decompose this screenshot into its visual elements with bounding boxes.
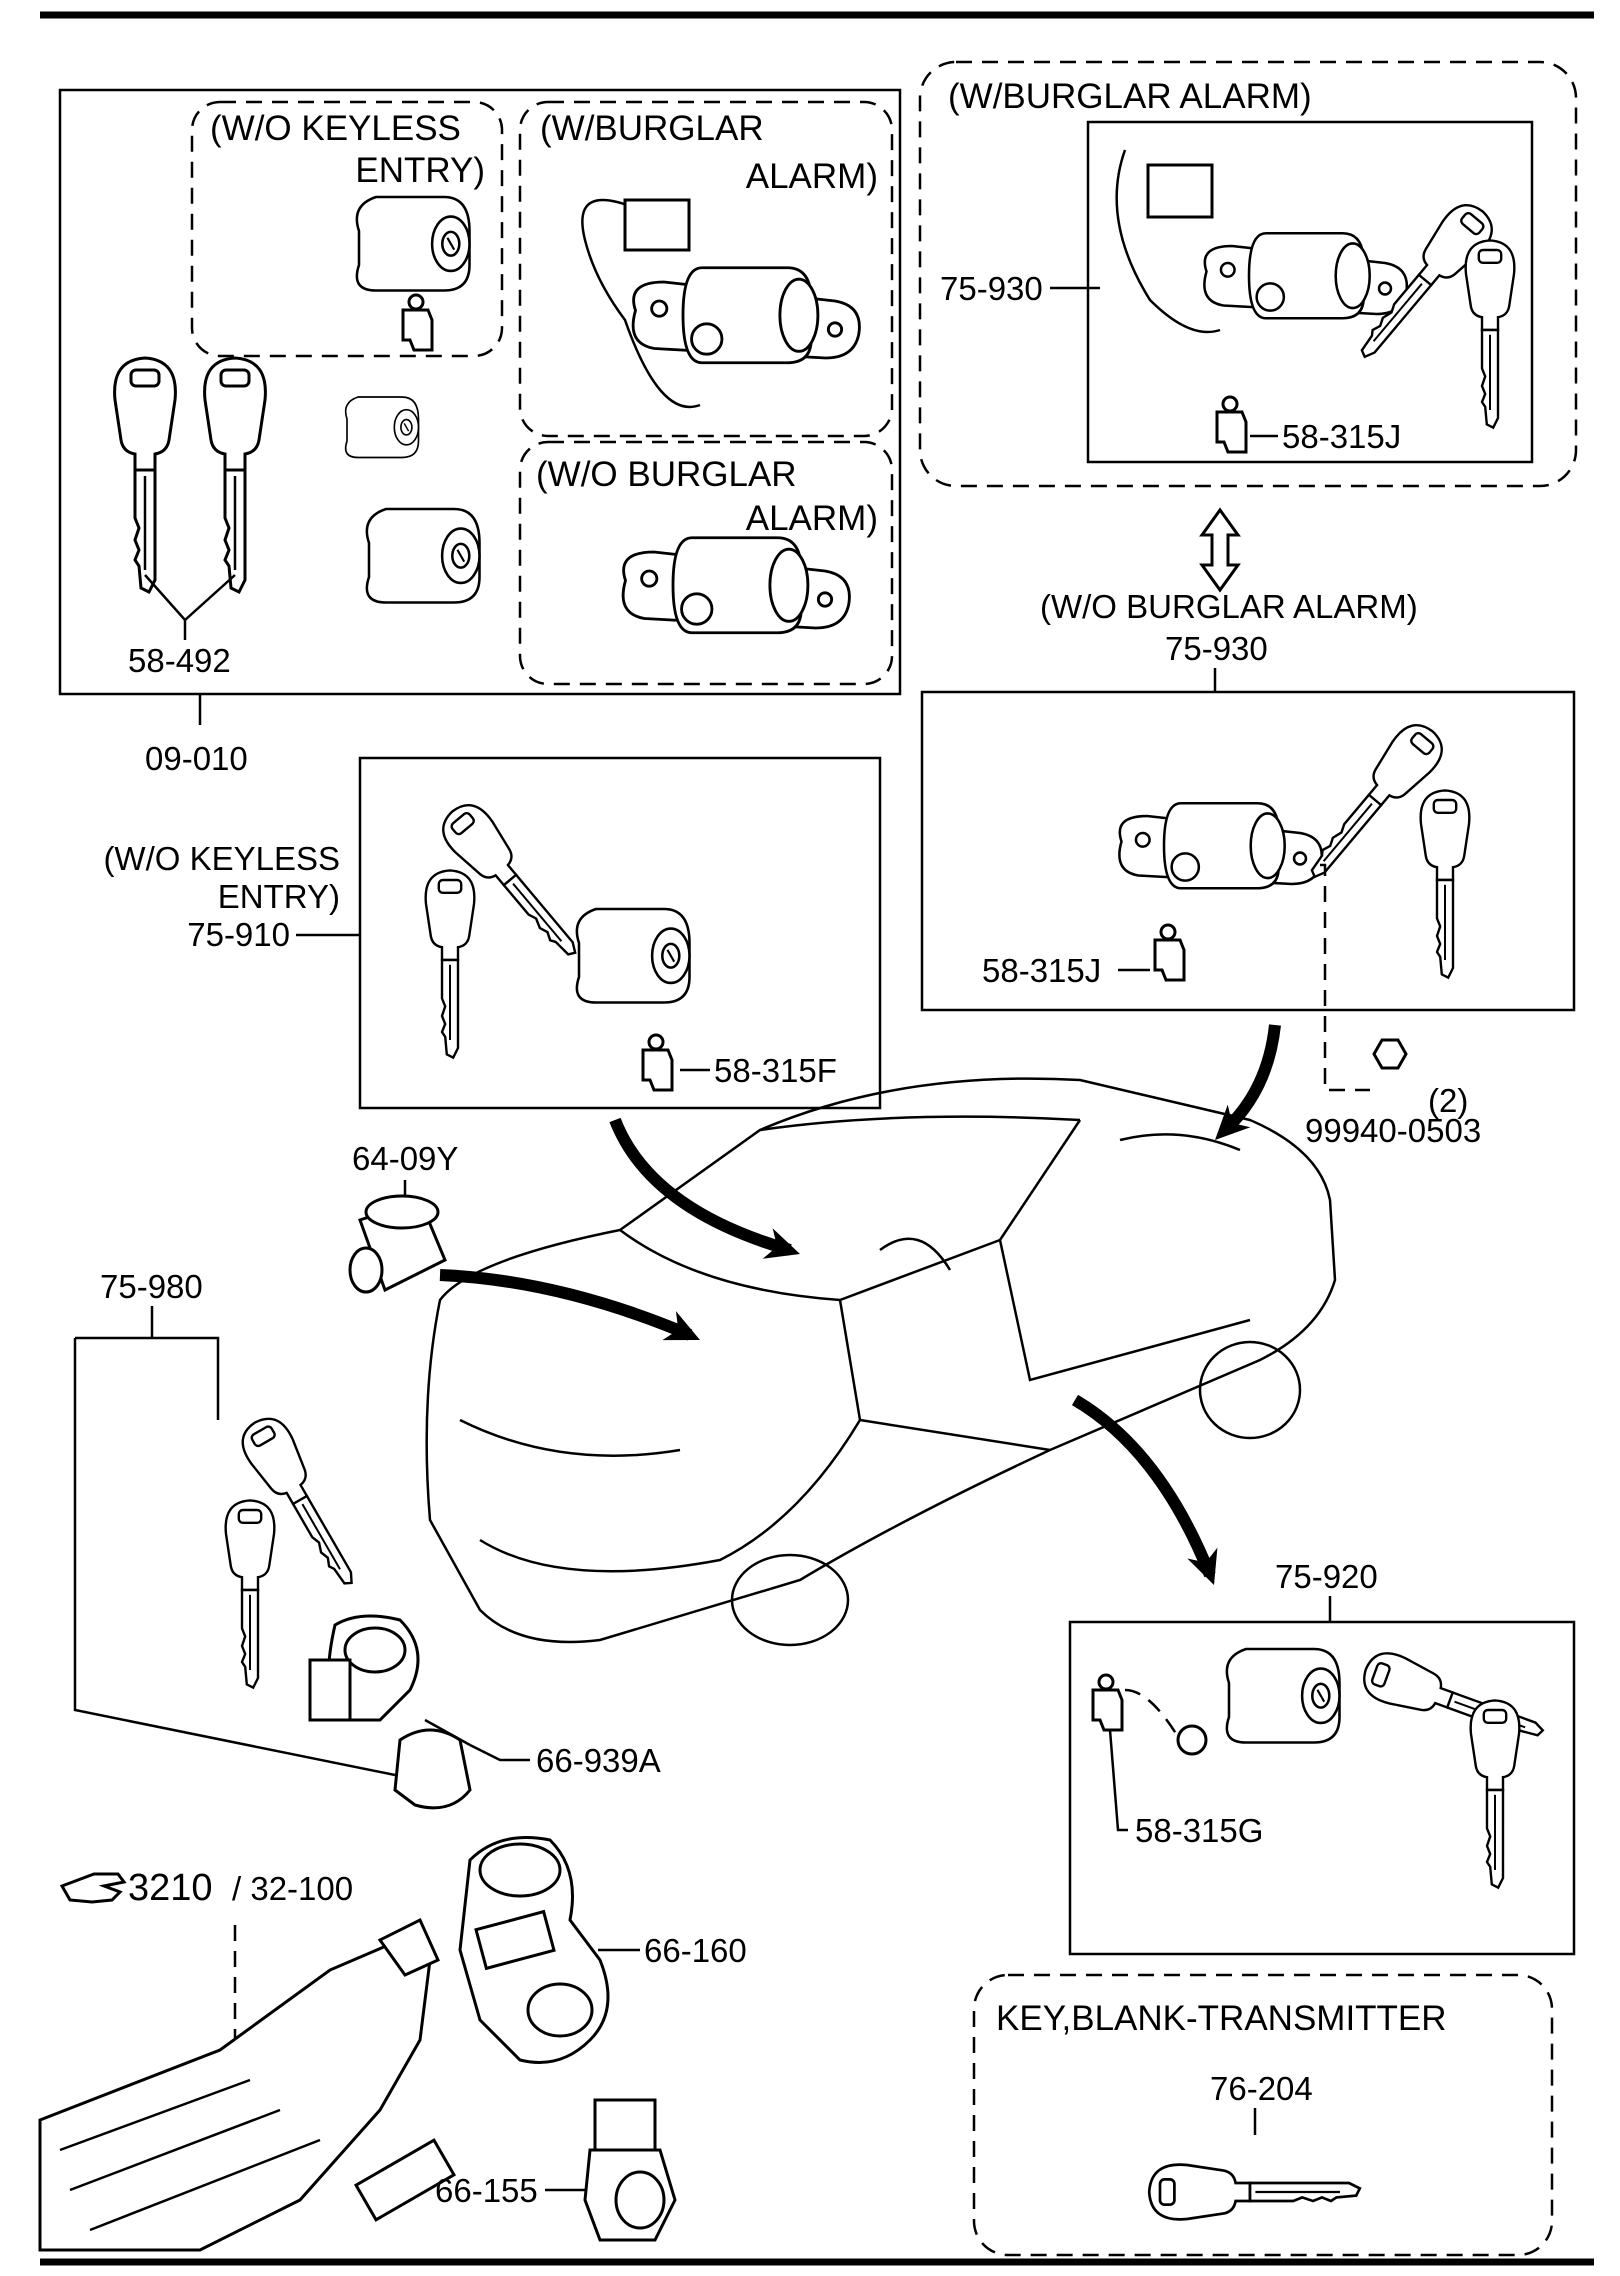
group-09-010: (W/O KEYLESS ENTRY) (W/BURGLAR ALARM) (W… [58,88,902,777]
part-58-315j-mid: 58-315J [982,952,1101,989]
either-or-arrow [1199,507,1241,593]
alarm-wire [581,198,701,409]
label-wo-burglar-left: (W/O BURGLAR [536,455,797,494]
trunk-lock-without-alarm [621,536,851,635]
label-key-blank-transmitter: KEY,BLANK-TRANSMITTER [996,1999,1447,2038]
group-66-160: 66-160 [458,1836,747,2064]
door-lock-cylinder [355,195,471,292]
label-w-burglar-left-2: ALARM) [746,157,878,196]
part-32-100: / 32-100 [232,1870,353,1907]
car-illustration [425,1077,1337,1647]
label-wo-burglar-right: (W/O BURGLAR ALARM) [1040,588,1418,625]
label-wo-keyless-top: (W/O KEYLESS [210,109,461,148]
part-64-09y: 64-09Y [352,1140,458,1177]
part-58-315f: 58-315F [714,1052,837,1089]
trunk-lock-with-alarm [631,266,861,365]
group-75-910: (W/O KEYLESS ENTRY) 75-910 58-315F [103,756,882,1110]
callout-arrows [439,1024,1281,1591]
alarm-connector [623,198,691,252]
part-99940-0503: 99940-0503 [1305,1112,1481,1149]
part-76-204: 76-204 [1210,2070,1313,2107]
rod-clip [401,293,434,352]
key-left [113,356,177,594]
part-58-315j-top: 58-315J [1282,418,1401,455]
part-75-910: 75-910 [187,916,290,953]
part-58-492: 58-492 [128,642,231,679]
part-66-155: 66-155 [435,2172,538,2209]
blank-transmitter-key [1147,2163,1362,2221]
part-66-160: 66-160 [644,1932,747,1969]
part-58-315g: 58-315G [1135,1812,1263,1849]
part-75-930-top: 75-930 [940,270,1043,307]
part-3210: 3210 [128,1867,213,1909]
label-w-burglar-right: (W/BURGLAR ALARM) [948,77,1312,116]
group-75-930-with-alarm: (W/BURGLAR ALARM) 75-930 58-315J [918,60,1578,488]
part-75-930-mid: 75-930 [1165,630,1268,667]
group-66-155: 66-155 [435,2098,677,2242]
label-wo-keyless-mid-2: ENTRY) [218,878,340,915]
label-wo-keyless-mid: (W/O KEYLESS [103,840,340,877]
group-steering-column: 3210 / 32-100 [38,1867,457,2252]
group-64-09y: 64-09Y [348,1140,458,1294]
group-key-blank-transmitter: KEY,BLANK-TRANSMITTER 76-204 [972,1973,1554,2257]
key-right [203,356,267,594]
part-66-939a: 66-939A [536,1742,661,1779]
label-wo-burglar-left-2: ALARM) [746,499,878,538]
group-75-930-without-alarm: (W/O BURGLAR ALARM) 75-930 58-315J (2) 9… [920,588,1576,1149]
glove-box-lock [365,507,481,604]
ignition-insert [344,396,420,459]
label-w-burglar-left: (W/BURGLAR [540,109,764,148]
part-09-010: 09-010 [145,740,248,777]
part-75-980: 75-980 [100,1268,203,1305]
hand-pointer-icon [59,1872,127,1904]
label-wo-keyless-top-2: ENTRY) [355,151,485,190]
part-75-920: 75-920 [1275,1558,1378,1595]
part-99940-qty: (2) [1428,1082,1468,1119]
group-75-920: 75-920 58-315G [1068,1558,1576,1956]
group-75-980: 75-980 66-939A [73,1268,661,1810]
